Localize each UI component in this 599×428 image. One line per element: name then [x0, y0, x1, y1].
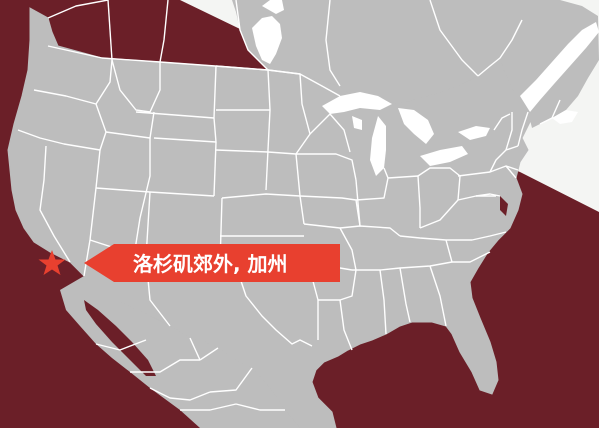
land-northeast — [232, 0, 599, 128]
coastal-water — [84, 196, 508, 376]
northern-water — [252, 0, 599, 124]
great-lakes — [322, 92, 490, 176]
land-mexico — [60, 276, 300, 428]
location-label: 洛杉矶郊外, 加州 — [133, 252, 288, 276]
star-icon — [38, 250, 66, 275]
location-callout: 洛杉矶郊外, 加州 — [84, 244, 340, 282]
callout-arrow — [84, 244, 340, 282]
